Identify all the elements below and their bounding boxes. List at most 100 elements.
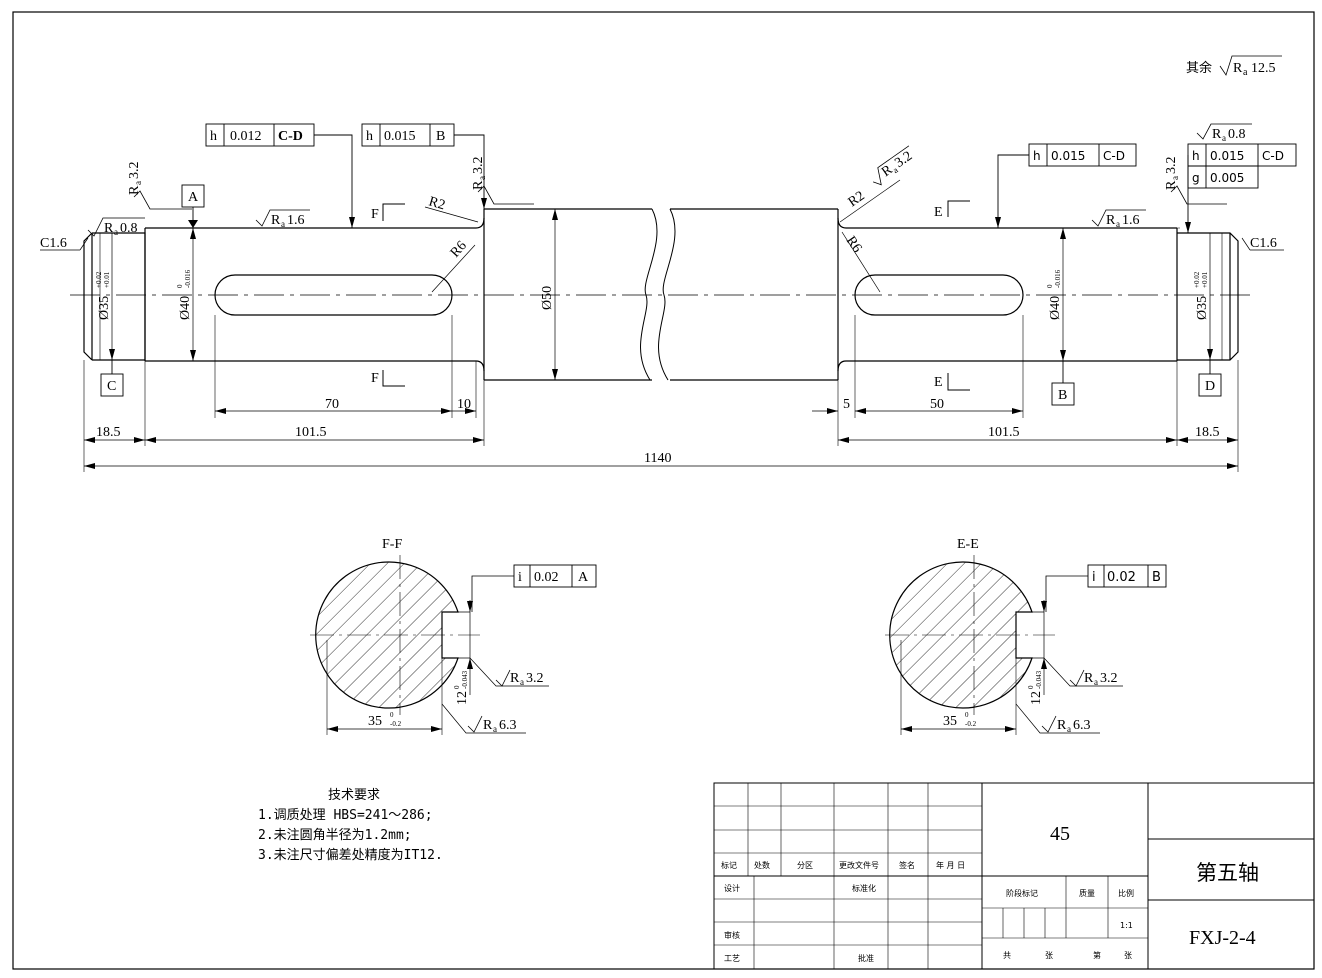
svg-text:批准: 批准 bbox=[858, 953, 874, 963]
svg-text:0: 0 bbox=[390, 711, 394, 719]
svg-text:0: 0 bbox=[176, 284, 184, 288]
datum-a: A bbox=[188, 190, 199, 205]
gdt-texts: h 0.012 C-D h 0.015 B h 0.015 C-D h 0.01… bbox=[107, 129, 1284, 403]
dim-101-5-right: 101.5 bbox=[988, 425, 1020, 440]
svg-text:35: 35 bbox=[943, 714, 957, 729]
chamfer-left: C1.6 bbox=[40, 236, 67, 251]
svg-text:0: 0 bbox=[1027, 685, 1035, 689]
extension-lines bbox=[83, 208, 1239, 472]
svg-text:h: h bbox=[1192, 149, 1200, 163]
svg-text:35: 35 bbox=[368, 714, 382, 729]
svg-text:-0.043: -0.043 bbox=[461, 670, 469, 689]
title-block-labels: 标记 处数 分区 更改文件号 签名 年 月 日 设计 标准化 审核 工艺 批准 … bbox=[721, 860, 1134, 963]
chamfer-right: C1.6 bbox=[1250, 236, 1277, 251]
svg-text:a: a bbox=[1094, 677, 1098, 687]
gdt-arrows bbox=[188, 198, 1191, 233]
dim-5: 5 bbox=[843, 397, 850, 412]
svg-text:签名: 签名 bbox=[899, 860, 915, 870]
roughness-ra08-left: 0.8 bbox=[120, 221, 138, 236]
dia-35-right: Ø35 bbox=[1195, 296, 1210, 320]
svg-text:3.2: 3.2 bbox=[1100, 671, 1118, 686]
general-roughness-prefix: 其余 bbox=[1186, 60, 1212, 76]
gdt-left-tol: 0.012 bbox=[230, 129, 262, 144]
svg-text:R: R bbox=[1164, 180, 1179, 190]
dim-18-5-right: 18.5 bbox=[1195, 425, 1220, 440]
svg-text:i: i bbox=[518, 570, 522, 585]
radius-r2-right: R2 bbox=[846, 189, 868, 211]
gdt-sym-ff-datum: A bbox=[578, 570, 589, 585]
svg-text:R: R bbox=[1233, 61, 1243, 76]
gdt-sym-ff-tol: 0.02 bbox=[534, 570, 559, 585]
svg-text:R: R bbox=[1084, 671, 1094, 686]
svg-text:R: R bbox=[1212, 127, 1222, 142]
dim-18-5-left: 18.5 bbox=[96, 425, 121, 440]
title-block bbox=[713, 782, 1315, 970]
svg-text:第: 第 bbox=[1093, 950, 1101, 960]
shaft-outline bbox=[83, 208, 1239, 381]
svg-text:阶段标记: 阶段标记 bbox=[1006, 888, 1038, 898]
radius-r2-left: R2 bbox=[427, 194, 447, 213]
svg-text:a: a bbox=[133, 181, 143, 185]
section-cut-letters: F F E E bbox=[371, 205, 943, 390]
svg-text:E: E bbox=[934, 375, 943, 390]
svg-text:g: g bbox=[1192, 171, 1200, 185]
dim-10: 10 bbox=[457, 397, 471, 412]
svg-text:-0.2: -0.2 bbox=[390, 720, 402, 728]
svg-text:6.3: 6.3 bbox=[1073, 718, 1091, 733]
gdt-shoulder-tol: 0.015 bbox=[384, 129, 416, 144]
svg-text:设计: 设计 bbox=[724, 883, 740, 893]
roughness-ra32-shoulder-left: 3.2 bbox=[471, 157, 486, 175]
dim-1140: 1140 bbox=[644, 451, 671, 466]
svg-text:标准化: 标准化 bbox=[852, 883, 876, 893]
svg-text:质量: 质量 bbox=[1079, 888, 1095, 898]
technical-requirements: 技术要求 1.调质处理 HBS=241～286; 2.未注圆角半径为1.2mm;… bbox=[258, 786, 443, 866]
radius-r6-left: R6 bbox=[448, 238, 470, 260]
datum-c: C bbox=[107, 379, 116, 394]
svg-text:+0.02: +0.02 bbox=[95, 271, 103, 288]
part-name: 第五轴 bbox=[1196, 861, 1259, 885]
svg-text:R: R bbox=[104, 221, 114, 236]
note-item: 1.调质处理 HBS=241～286; bbox=[258, 808, 433, 823]
section-ee-title: E-E bbox=[957, 537, 979, 552]
svg-text:+0.01: +0.01 bbox=[1201, 271, 1209, 288]
dim-50: 50 bbox=[930, 397, 944, 412]
note-item: 3.未注尺寸偏差处精度为IT12. bbox=[258, 848, 443, 863]
svg-text:-0.016: -0.016 bbox=[1054, 269, 1062, 288]
dia-50: Ø50 bbox=[540, 286, 555, 310]
svg-text:R: R bbox=[1057, 718, 1067, 733]
svg-text:+0.02: +0.02 bbox=[1193, 271, 1201, 288]
svg-text:a: a bbox=[891, 165, 900, 175]
svg-text:R: R bbox=[510, 671, 520, 686]
gdt-shoulder-datum: B bbox=[436, 129, 445, 144]
roughness-ra32-right-end: 3.2 bbox=[1164, 157, 1179, 175]
svg-text:i: i bbox=[1092, 570, 1096, 585]
gdt-frames bbox=[100, 123, 1297, 406]
svg-text:-0.2: -0.2 bbox=[965, 720, 977, 728]
svg-text:审核: 审核 bbox=[724, 930, 740, 940]
svg-text:比例: 比例 bbox=[1118, 888, 1134, 898]
svg-text:F: F bbox=[371, 371, 379, 386]
svg-text:h: h bbox=[366, 129, 373, 144]
svg-text:a: a bbox=[493, 724, 497, 734]
dim-70: 70 bbox=[325, 397, 339, 412]
chamfer-labels: C1.6 C1.6 bbox=[40, 236, 1284, 251]
svg-text:R: R bbox=[1106, 213, 1116, 228]
svg-text:12: 12 bbox=[455, 691, 470, 705]
note-item: 2.未注圆角半径为1.2mm; bbox=[258, 828, 412, 843]
svg-text:年 月 日: 年 月 日 bbox=[936, 860, 965, 870]
roughness-ra32-left-end: 3.2 bbox=[127, 162, 142, 180]
svg-text:0: 0 bbox=[965, 711, 969, 719]
svg-text:0: 0 bbox=[1046, 284, 1054, 288]
svg-text:共: 共 bbox=[1003, 951, 1011, 960]
svg-text:a: a bbox=[520, 677, 524, 687]
svg-text:R: R bbox=[271, 213, 281, 228]
section-ff-title: F-F bbox=[382, 537, 402, 552]
svg-text:处数: 处数 bbox=[754, 860, 770, 870]
datum-b: B bbox=[1058, 388, 1067, 403]
svg-text:a: a bbox=[281, 219, 285, 229]
svg-text:-0.016: -0.016 bbox=[184, 269, 192, 288]
